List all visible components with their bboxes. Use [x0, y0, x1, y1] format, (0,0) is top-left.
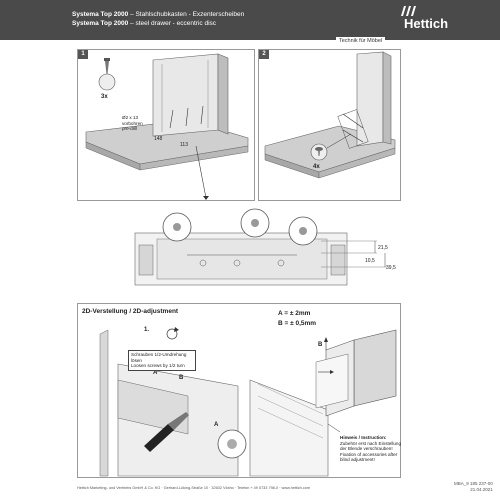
adjustment-title: 2D-Verstellung / 2D-adjustment: [82, 308, 179, 315]
title-german: Systema Top 2000 – Stahlschubkasten - Ex…: [72, 11, 245, 18]
dim-21-5: 21,5: [378, 245, 388, 251]
step-1-badge: 1: [78, 50, 88, 59]
callout-german: Schrauben 1/2-Umdrehung lösen: [131, 352, 187, 363]
brand-box: [395, 0, 500, 40]
brand-tagline: Technik für Möbel: [336, 37, 386, 45]
rotate-icon: [166, 327, 179, 340]
step-1-panel: 1 3x Ø2 x: [77, 49, 255, 201]
note-line: Fixation of accessories after: [340, 451, 398, 457]
document-id: MBA_9 185 237-00 21.04.2021: [454, 481, 493, 493]
drill-label: Ø2 x 13 vorbohren pre-drill: [122, 115, 143, 131]
step-1-illustration: [85, 53, 249, 200]
brand-name: Hettich: [404, 16, 449, 31]
step-2-panel: 2 4x: [258, 49, 401, 201]
adjustment-panel: 2D-Verstellung / 2D-adjustment: [77, 303, 401, 478]
note-line: Zubehör erst nach Einstellung: [340, 440, 402, 446]
doc-number: MBA_9 185 237-00: [454, 481, 493, 486]
callout-english: Loosen screws by 1/2 turn: [131, 363, 185, 369]
step-2-badge: 2: [259, 50, 269, 59]
label-a-left: A: [153, 370, 158, 376]
step-1-quantity: 3x: [101, 94, 108, 100]
note-line: der Blende verschrauben!: [340, 446, 393, 452]
screw-icon: [104, 58, 110, 74]
instruction-note: Hinweis / Instruction: Zubehör erst nach…: [340, 435, 402, 463]
label-b-right: B: [179, 375, 184, 381]
note-line: blind adjustment!: [340, 457, 375, 463]
dim-113: 113: [180, 142, 188, 148]
detail-panel: 21,5 10,5 39,5: [77, 205, 399, 297]
dim-148: 148: [154, 136, 163, 142]
eccentric-disc-detail: [134, 208, 387, 286]
tolerance-b: B = ± 0,5mm: [278, 320, 317, 327]
step-2-illustration: [264, 51, 396, 179]
step-2-quantity: 4x: [313, 164, 320, 170]
tolerance-a: A = ± 2mm: [278, 310, 311, 317]
adjustment-illustration: [99, 327, 397, 477]
sub-step-number: 1.: [144, 327, 150, 333]
label-a-detail: A: [214, 422, 219, 428]
screwdriver-icon: [144, 412, 189, 452]
hettich-logo-icon: [401, 6, 416, 16]
footer-company: Hettich Marketing- und Vertriebs GmbH & …: [77, 486, 311, 490]
loosen-screws-callout: Schrauben 1/2-Umdrehung lösen Loosen scr…: [128, 350, 196, 371]
doc-date: 21.04.2021: [470, 487, 493, 492]
dim-39-5: 39,5: [386, 265, 396, 271]
screw-icon: [315, 147, 323, 156]
note-title: Hinweis / Instruction:: [340, 435, 387, 440]
title-english: Systema Top 2000 – steel drawer - eccent…: [72, 20, 217, 27]
label-b-arrow: B: [318, 342, 323, 348]
dim-10-5: 10,5: [365, 258, 375, 264]
